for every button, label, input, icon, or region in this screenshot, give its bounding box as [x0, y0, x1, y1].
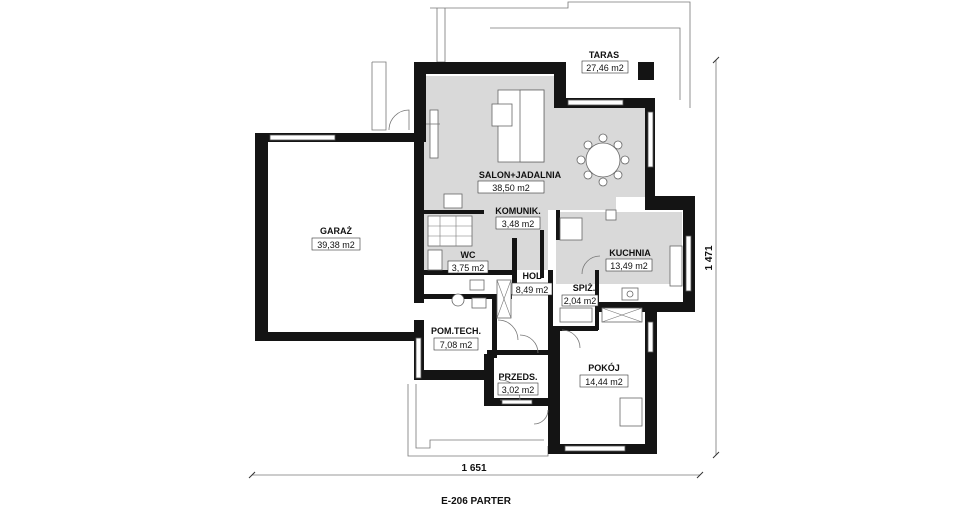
- furniture: [388, 89, 683, 427]
- room-area-komunik: 3,48 m2: [502, 219, 535, 229]
- room-area-pokoj: 14,44 m2: [585, 377, 623, 387]
- room-name-kuchnia: KUCHNIA: [609, 248, 651, 258]
- room-name-taras: TARAS: [589, 50, 619, 60]
- dimension-width: 1 651: [248, 463, 704, 479]
- terrace-outline: [371, 1, 691, 457]
- room-name-pomtech: POM.TECH.: [431, 326, 481, 336]
- room-area-pomtech: 7,08 m2: [440, 340, 473, 350]
- room-area-spiz: 2,04 m2: [564, 296, 597, 306]
- room-name-pokoj: POKÓJ: [588, 362, 620, 373]
- room-name-salon: SALON+JADALNIA: [479, 170, 562, 180]
- room-area-hol: 8,49 m2: [516, 285, 549, 295]
- dimension-width-label: 1 651: [461, 463, 486, 474]
- dimension-height-label: 1 471: [704, 245, 715, 270]
- room-name-spiz: SPIŻ.: [573, 283, 596, 293]
- room-name-przeds: PRZEDS.: [498, 372, 537, 382]
- room-area-przeds: 3,02 m2: [502, 385, 535, 395]
- room-labels: TARAS 27,46 m2 SALON+JADALNIA 38,50 m2 G…: [311, 50, 653, 396]
- room-area-taras: 27,46 m2: [586, 63, 624, 73]
- room-name-hol: HOL: [523, 271, 543, 281]
- room-area-kuchnia: 13,49 m2: [610, 261, 648, 271]
- dimension-height: 1 471: [704, 56, 720, 459]
- plan-caption: E-206 PARTER: [441, 496, 512, 507]
- room-area-wc: 3,75 m2: [452, 263, 485, 273]
- room-name-wc: WC: [461, 250, 476, 260]
- room-area-garaz: 39,38 m2: [317, 240, 355, 250]
- room-name-garaz: GARAŻ: [320, 226, 352, 236]
- windows: [269, 99, 692, 452]
- room-name-komunik: KOMUNIK.: [495, 206, 541, 216]
- room-area-salon: 38,50 m2: [492, 183, 530, 193]
